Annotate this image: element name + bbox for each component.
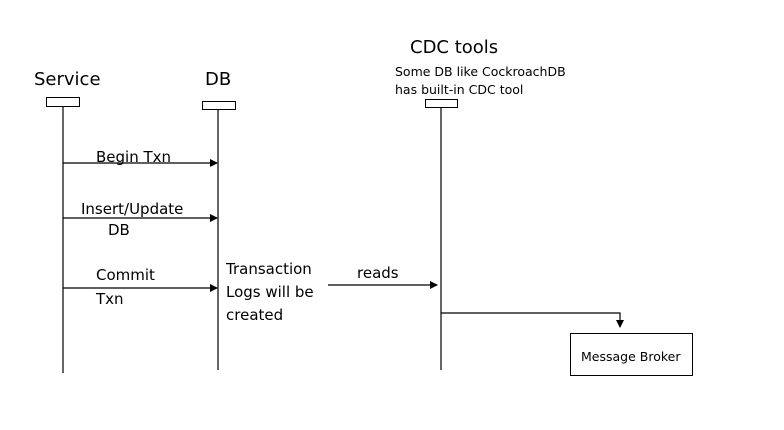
cdc-participant-label: CDC tools [410,37,499,58]
cdc-note-line-2: has built-in CDC tool [395,82,524,97]
message-broker-box: Message Broker [570,333,693,376]
message-broker-label: Message Broker [581,349,681,364]
insert-update-label-db: DB [108,221,130,239]
cdc-activation-box [425,99,458,108]
cdc-to-broker-arrow [441,312,624,328]
db-activation-box [202,101,236,110]
service-activation-box [46,97,80,107]
begin-txn-label: Begin Txn [96,148,172,166]
transaction-logs-note-line-3: created [226,306,284,324]
insert-update-label: Insert/Update [81,200,184,218]
commit-label: Commit [96,266,155,284]
transaction-logs-note-line-1: Transaction [226,260,312,278]
db-participant-label: DB [205,69,232,90]
cdc-note-line-1: Some DB like CockroachDB [395,64,566,79]
service-participant-label: Service [34,69,101,90]
reads-label: reads [357,264,399,282]
commit-label-txn: Txn [96,290,124,308]
transaction-logs-note-line-2: Logs will be [226,283,314,301]
